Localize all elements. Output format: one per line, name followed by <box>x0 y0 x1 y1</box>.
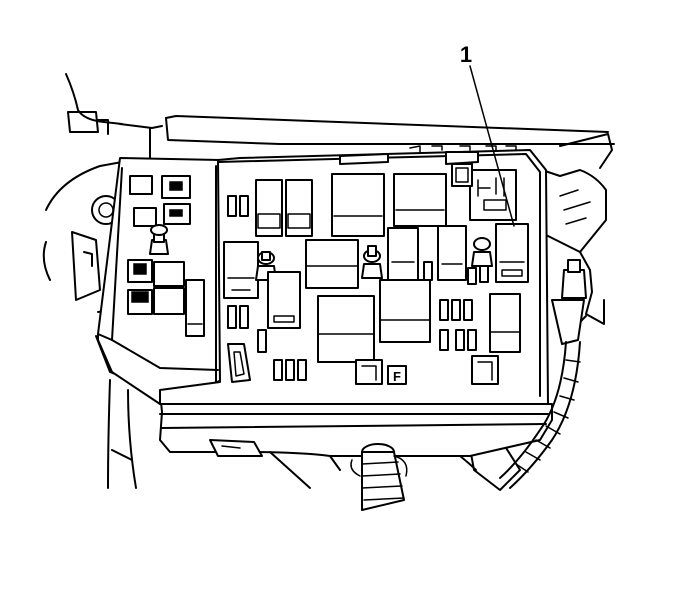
relay <box>255 179 283 237</box>
mini-fuse <box>423 261 433 281</box>
relay <box>393 173 447 227</box>
mini-fuse <box>467 267 477 285</box>
mini-fuse <box>227 195 237 217</box>
relay <box>317 295 375 363</box>
relay <box>379 279 431 343</box>
mini-fuse <box>297 359 307 381</box>
mini-fuse <box>227 305 237 329</box>
relay <box>437 225 467 281</box>
mini-fuse <box>285 359 295 381</box>
fuse-block-lower-housing <box>95 335 553 489</box>
connector-clip <box>227 343 251 383</box>
battery-cable <box>499 259 587 489</box>
maxi-fuse <box>153 261 185 287</box>
relay <box>305 239 359 289</box>
mini-fuse <box>463 299 473 321</box>
highlighted-relay <box>495 223 529 283</box>
mega-fuse <box>185 279 205 337</box>
relay <box>489 293 521 353</box>
connector-clip: F <box>355 359 407 385</box>
mini-fuse <box>129 175 153 195</box>
relay <box>331 173 385 237</box>
connector-clip <box>471 355 499 385</box>
relay <box>285 179 313 237</box>
main-panel-components: F <box>223 163 529 385</box>
mini-fuse <box>455 329 465 351</box>
mini-fuse <box>257 329 267 353</box>
callout-label: 1 <box>460 42 472 67</box>
mini-fuse <box>467 329 477 351</box>
relay-letter-label: F <box>393 369 401 384</box>
callout-1: 1 <box>460 42 515 227</box>
relay <box>387 227 419 281</box>
mini-fuse <box>239 305 249 329</box>
mini-fuse <box>439 299 449 321</box>
mounting-bolt <box>361 245 383 279</box>
mini-fuse <box>273 359 283 381</box>
mini-fuse <box>133 207 157 227</box>
mini-fuse <box>451 299 461 321</box>
mounting-bolt <box>471 237 493 267</box>
relay-socket <box>451 163 517 221</box>
harness-connector <box>350 443 408 511</box>
mini-fuse <box>239 195 249 217</box>
left-panel-components <box>127 175 205 337</box>
mounting-bolt <box>149 224 169 255</box>
maxi-fuse <box>153 287 185 315</box>
relay <box>267 271 301 329</box>
mini-fuse <box>439 329 449 351</box>
